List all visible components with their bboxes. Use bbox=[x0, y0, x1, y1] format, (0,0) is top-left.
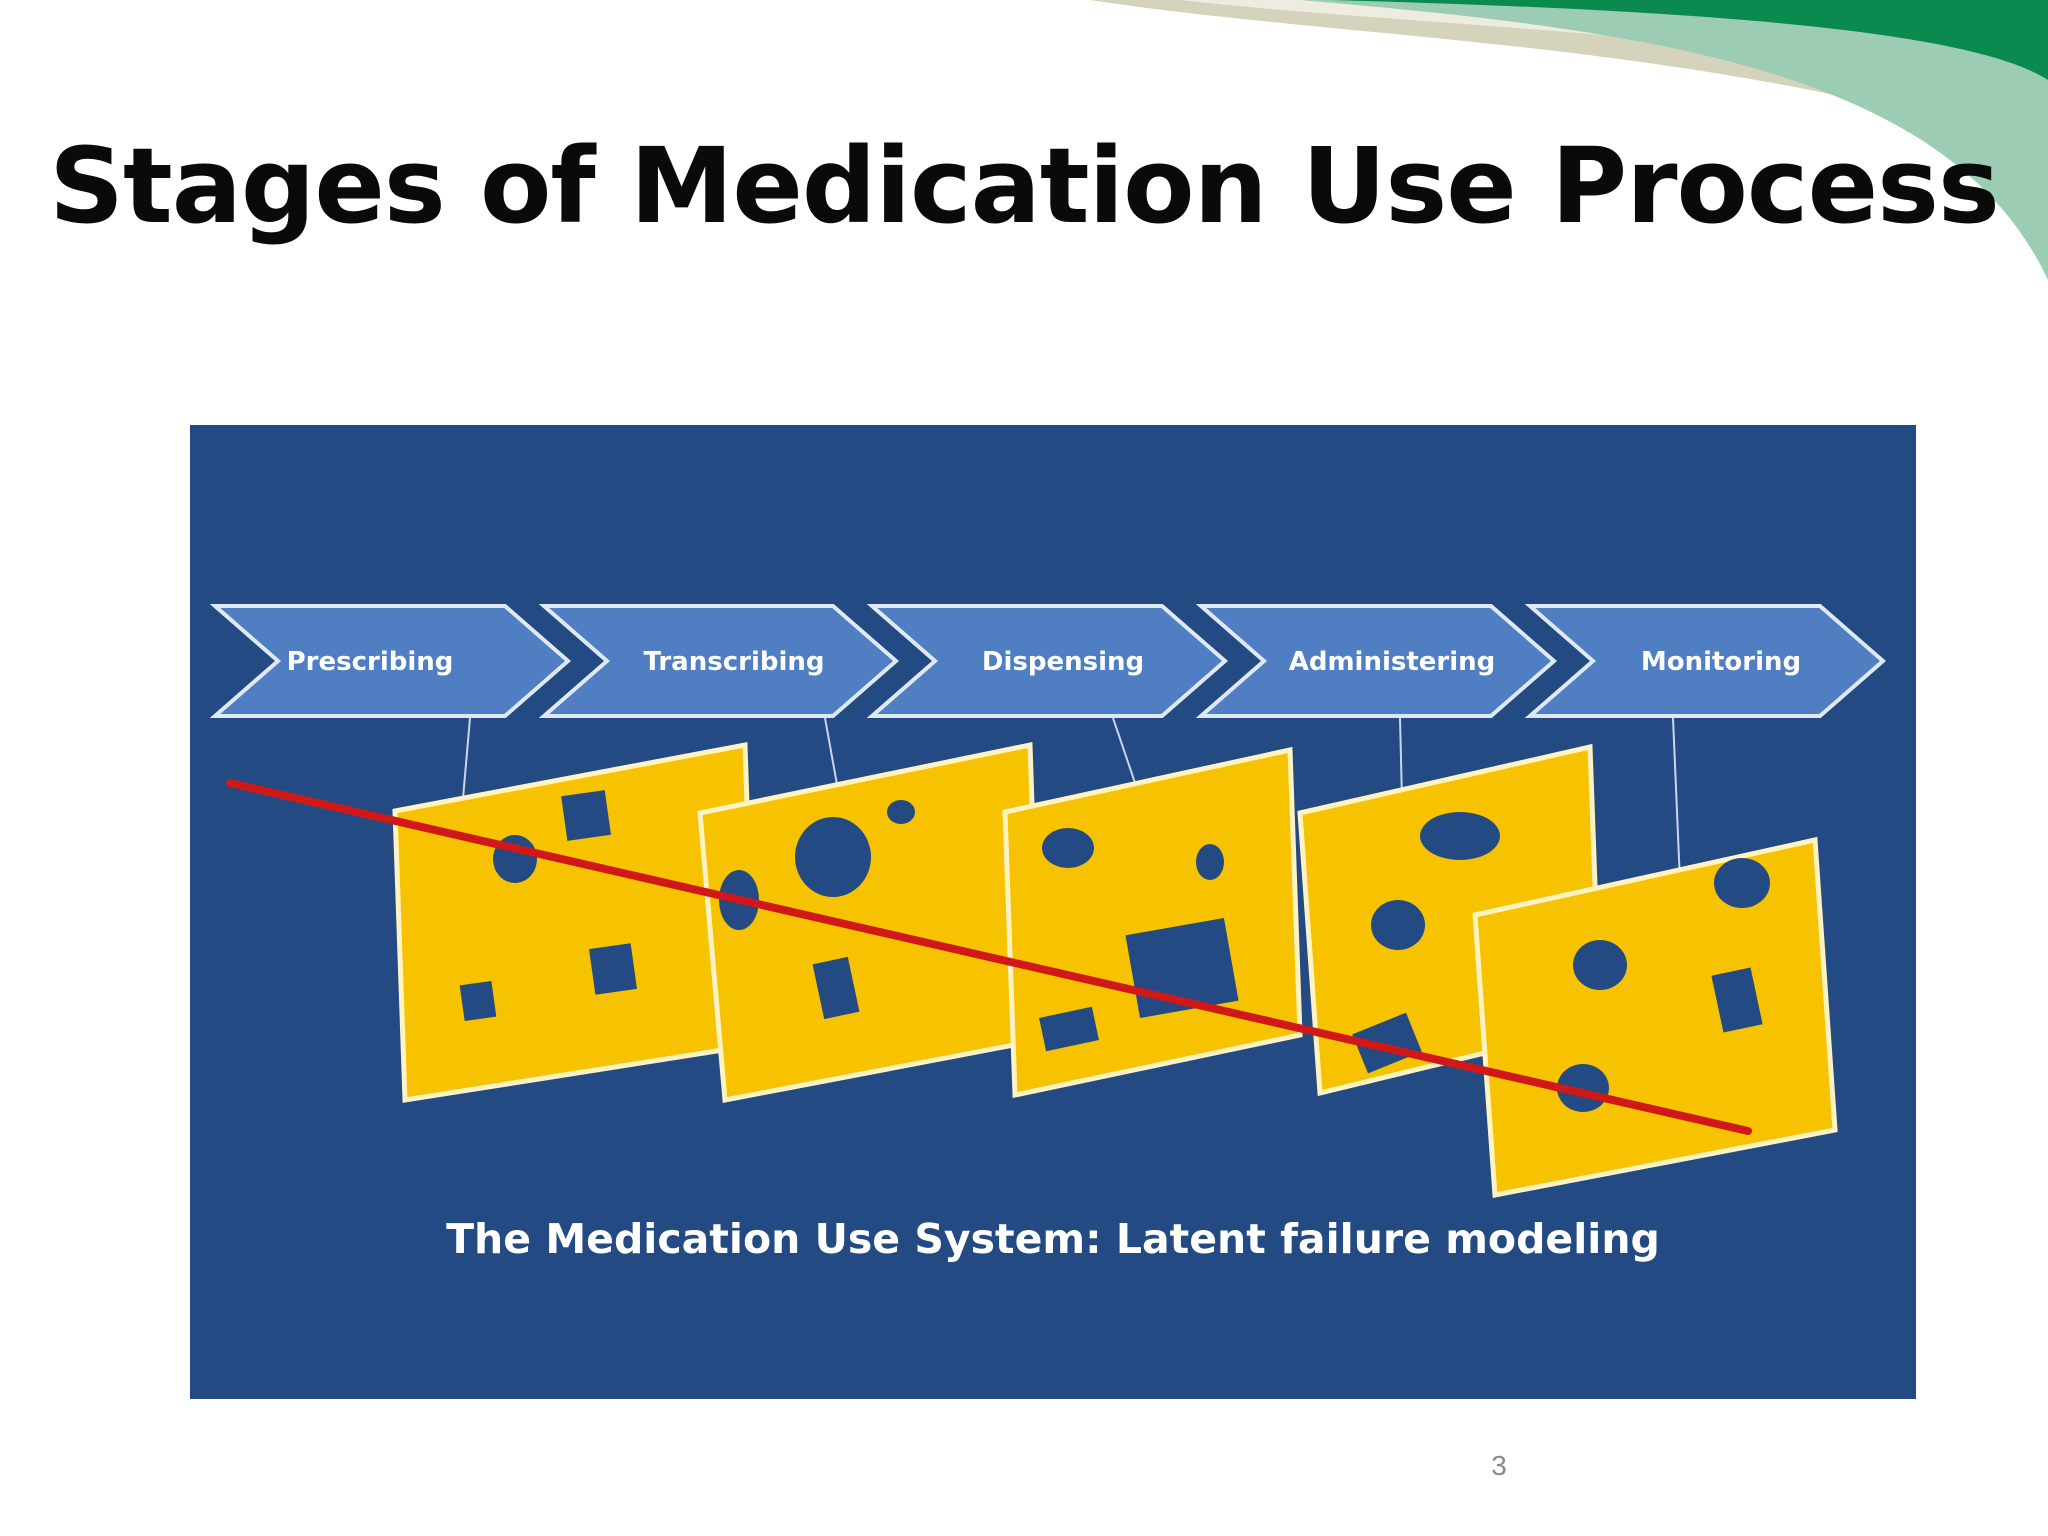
slice-hole bbox=[795, 817, 871, 897]
slice-hole bbox=[1042, 828, 1094, 868]
mint-wave bbox=[1300, 0, 2048, 280]
slice-hole bbox=[1039, 1006, 1099, 1052]
slice-hole bbox=[589, 943, 637, 995]
stage-label-administering: Administering bbox=[1289, 647, 1496, 677]
slide-title: Stages of Medication Use Process bbox=[49, 125, 2000, 247]
cheese-slice-monitoring bbox=[1472, 836, 1838, 1198]
medication-use-diagram: Prescribing Transcribing Dispensing Admi… bbox=[190, 425, 1916, 1399]
diagram-caption: The Medication Use System: Latent failur… bbox=[446, 1215, 1660, 1263]
stage-label-transcribing: Transcribing bbox=[643, 647, 824, 677]
connector-prescribing bbox=[461, 717, 471, 811]
page-number: 3 bbox=[1491, 1450, 1507, 1481]
green-wave bbox=[1330, 0, 2048, 80]
stage-label-dispensing: Dispensing bbox=[982, 647, 1144, 677]
failure-trajectory-line bbox=[226, 779, 1752, 1135]
slice-hole bbox=[1573, 940, 1627, 990]
cheese-slice-dispensing bbox=[1002, 746, 1303, 1099]
slice-hole bbox=[1371, 900, 1425, 950]
stage-chevron-transcribing: Transcribing bbox=[538, 604, 900, 718]
slice-hole bbox=[1420, 812, 1500, 860]
slice-hole bbox=[812, 956, 860, 1020]
stage-chevron-prescribing: Prescribing bbox=[209, 604, 572, 718]
slice-hole bbox=[561, 790, 611, 841]
connector-transcribing bbox=[824, 717, 839, 791]
cheese-slice-transcribing bbox=[697, 741, 1043, 1103]
stage-label-prescribing: Prescribing bbox=[287, 647, 454, 677]
slice-hole bbox=[1196, 844, 1224, 880]
stage-chevron-administering: Administering bbox=[1195, 604, 1558, 718]
slice-hole bbox=[1714, 858, 1770, 908]
stage-chevron-dispensing: Dispensing bbox=[866, 604, 1229, 718]
slice-hole bbox=[1352, 1012, 1422, 1074]
slice-hole bbox=[887, 800, 915, 824]
slice-hole bbox=[459, 980, 497, 1022]
stage-label-monitoring: Monitoring bbox=[1641, 647, 1801, 677]
connector-monitoring bbox=[1672, 717, 1681, 883]
stage-chevron-monitoring: Monitoring bbox=[1524, 604, 1887, 718]
slice-hole bbox=[1711, 967, 1763, 1033]
